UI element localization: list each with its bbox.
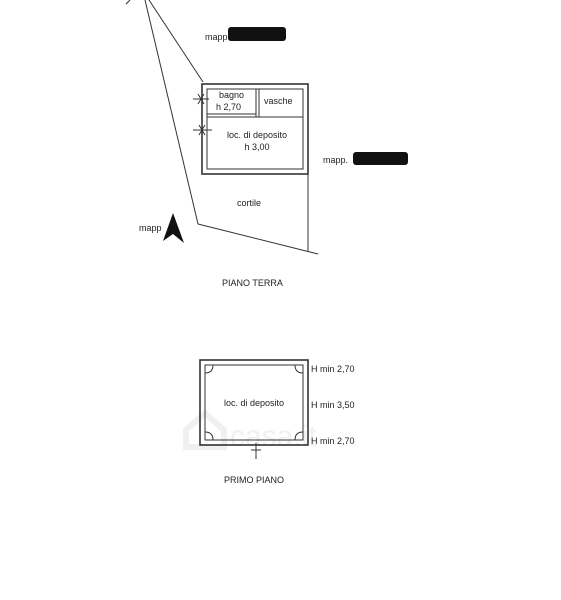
redacted-parcel-number-right: [353, 152, 408, 165]
height-label-top: H min 2,70: [311, 364, 355, 374]
redacted-parcel-number-top: [228, 27, 286, 41]
bathroom-label: bagno: [219, 90, 245, 100]
parcel-label-left: mapp: [139, 223, 162, 233]
parcel-label-right: mapp.: [323, 155, 349, 165]
height-label-bottom: H min 2,70: [311, 436, 355, 446]
storage-room-label: loc. di deposito: [226, 130, 288, 140]
first-floor-title: PRIMO PIANO: [224, 475, 285, 485]
storage-room-height: h 3,00: [244, 142, 270, 152]
first-floor-storage-label: loc. di deposito: [223, 398, 285, 408]
north-arrow-icon: [163, 213, 184, 243]
first-floor-building: [199, 359, 309, 459]
tanks-label: vasche: [264, 96, 293, 106]
ground-floor-building: [193, 83, 309, 175]
parcel-label-top: mapp.: [205, 32, 231, 42]
height-label-middle: H min 3,50: [311, 400, 355, 410]
svg-text:casa.it: casa.it: [230, 420, 317, 453]
ground-floor-title: PIANO TERRA: [222, 278, 283, 288]
courtyard-label: cortile: [237, 198, 262, 208]
bathroom-height: h 2,70: [216, 102, 242, 112]
